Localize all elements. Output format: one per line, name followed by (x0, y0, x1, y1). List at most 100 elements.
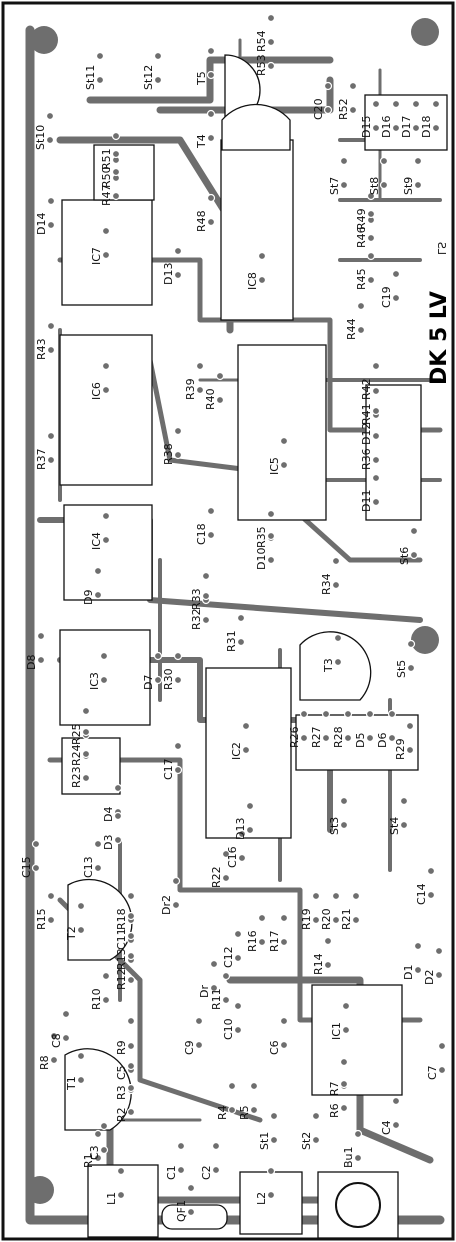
solder-pad (195, 361, 205, 371)
part-label: R5 (238, 1105, 251, 1120)
part-label: IC3 (88, 672, 101, 690)
solder-pad (279, 937, 289, 947)
part-label: L1 (105, 1192, 118, 1205)
part-label: R44 (345, 318, 358, 340)
solder-pad (366, 209, 376, 219)
part-label: C1 (165, 1165, 178, 1180)
solder-pad (173, 426, 183, 436)
solder-pad (173, 450, 183, 460)
solder-pad (339, 156, 349, 166)
part-label: R47 (100, 184, 113, 206)
solder-pad (333, 657, 343, 667)
mirror-mark: LS (435, 242, 448, 255)
part-label: D14 (35, 213, 48, 235)
part-label: R22 (210, 866, 223, 888)
solder-pad (311, 1135, 321, 1145)
coil-body (87, 1164, 159, 1238)
solder-pad (171, 900, 181, 910)
part-label: St10 (34, 125, 47, 150)
solder-pad (81, 706, 91, 716)
solder-pad (249, 1105, 259, 1115)
part-label: D6 (376, 733, 389, 748)
part-label: T2 (65, 926, 78, 941)
solder-pad (379, 180, 389, 190)
solder-pad (366, 251, 376, 261)
solder-pad (46, 455, 56, 465)
solder-pad (371, 473, 381, 483)
part-label: R38 (162, 443, 175, 465)
part-label: C7 (426, 1065, 439, 1080)
part-label: St3 (328, 817, 341, 835)
solder-pad (95, 51, 105, 61)
solder-pad (206, 70, 216, 80)
part-label: R29 (394, 738, 407, 760)
part-label: R53 (255, 54, 268, 76)
solder-pad (173, 741, 183, 751)
solder-pad (233, 953, 243, 963)
solder-pad (93, 590, 103, 600)
solder-pad (339, 1103, 349, 1113)
solder-pad (269, 1111, 279, 1121)
solder-pad (113, 835, 123, 845)
part-label: St1 (258, 1132, 271, 1150)
part-label: IC4 (90, 532, 103, 550)
part-label: R54 (255, 30, 268, 52)
part-label: R43 (35, 338, 48, 360)
solder-pad (348, 81, 358, 91)
solder-pad (111, 167, 121, 177)
part-label: R16 (246, 930, 259, 952)
part-label: R41 (360, 403, 373, 425)
solder-pad (339, 1057, 349, 1067)
solder-pad (126, 931, 136, 941)
solder-pad (126, 951, 136, 961)
solder-pad (245, 825, 255, 835)
solder-pad (206, 193, 216, 203)
solder-pad (227, 1105, 237, 1115)
part-label: R4 (216, 1105, 229, 1120)
part-label: C12 (222, 946, 235, 968)
solder-pad (387, 733, 397, 743)
part-label: R13 (115, 948, 128, 970)
solder-pad (391, 1096, 401, 1106)
solder-pad (46, 915, 56, 925)
part-label: R7 (328, 1081, 341, 1096)
solder-pad (221, 849, 231, 859)
solder-pad (186, 1207, 196, 1217)
solder-pad (241, 745, 251, 755)
part-label: R51 (100, 148, 113, 170)
crystal-body (161, 1204, 228, 1230)
solder-pad (126, 1107, 136, 1117)
solder-pad (413, 941, 423, 951)
coil-body (239, 1171, 303, 1235)
solder-pad (413, 965, 423, 975)
solder-pad (206, 46, 216, 56)
part-label: IC8 (246, 272, 259, 290)
solder-pad (233, 1001, 243, 1011)
solder-pad (257, 913, 267, 923)
solder-pad (371, 386, 381, 396)
mounting-hole (411, 626, 439, 654)
solder-pad (206, 506, 216, 516)
solder-pad (257, 251, 267, 261)
part-label: D16 (380, 116, 393, 138)
solder-pad (233, 1025, 243, 1035)
solder-pad (341, 1001, 351, 1011)
solder-pad (371, 99, 381, 109)
part-label: Dr2 (160, 895, 173, 915)
part-label: T5 (195, 71, 208, 86)
solder-pad (409, 526, 419, 536)
solder-pad (266, 13, 276, 23)
solder-pad (31, 863, 41, 873)
solder-pad (365, 733, 375, 743)
solder-pad (236, 637, 246, 647)
component-bodies (59, 54, 448, 1239)
solder-pad (371, 455, 381, 465)
solder-pad (405, 745, 415, 755)
part-label: St7 (328, 177, 341, 195)
solder-pad (126, 1083, 136, 1093)
solder-pad (95, 75, 105, 85)
solder-pad (126, 1041, 136, 1051)
solder-pad (353, 1153, 363, 1163)
solder-pad (233, 929, 243, 939)
solder-pad (391, 269, 401, 279)
